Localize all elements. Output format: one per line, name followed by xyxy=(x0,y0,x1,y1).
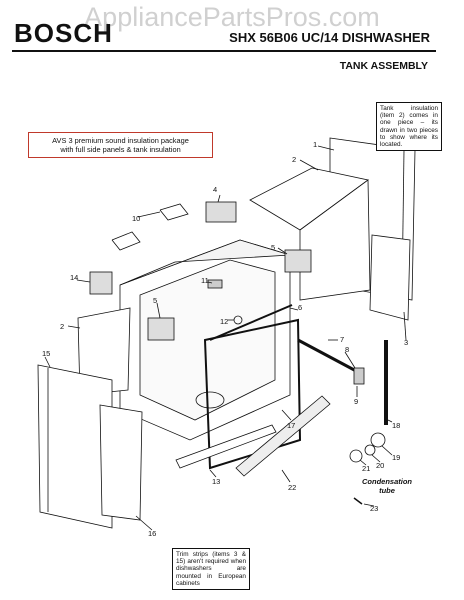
part-7-door-frame[interactable] xyxy=(203,318,302,470)
part-3-trim-strip[interactable] xyxy=(369,234,411,321)
insulation-note: Tank insulation (item 2) comes in one pi… xyxy=(376,102,442,152)
avs-note: AVS 3 premium sound insulation package w… xyxy=(28,132,213,158)
callout-11: 11 xyxy=(201,276,209,285)
callout-14: 14 xyxy=(70,273,78,282)
part-9-clip[interactable] xyxy=(353,367,365,385)
part-2-side-insulation[interactable] xyxy=(77,307,131,396)
callout-19: 19 xyxy=(392,453,400,462)
callout-20: 20 xyxy=(376,461,384,470)
callout-18: 18 xyxy=(392,421,400,430)
part-23-screw[interactable] xyxy=(353,497,363,505)
brand-logo: BOSCH xyxy=(14,18,113,48)
part-21-fitting[interactable] xyxy=(349,449,363,463)
part-20-fitting[interactable] xyxy=(364,444,376,456)
callout-4: 4 xyxy=(213,185,217,194)
part-19-fitting[interactable] xyxy=(370,432,386,448)
callout-9: 9 xyxy=(354,397,358,406)
trim-note: Trim strips (items 3 & 15) aren't requir… xyxy=(172,548,250,591)
avs-note-line1: AVS 3 premium sound insulation package xyxy=(52,136,189,145)
part-22-trim-strip[interactable] xyxy=(235,395,331,477)
avs-note-line2: with full side panels & tank insulation xyxy=(60,145,181,154)
header-rule xyxy=(12,50,436,52)
callout-5b: 5 xyxy=(153,296,157,305)
callout-10: 10 xyxy=(132,214,140,223)
callout-13: 13 xyxy=(212,477,220,486)
callout-2a: 2 xyxy=(292,155,296,164)
callout-8: 8 xyxy=(345,345,349,354)
callout-17: 17 xyxy=(287,421,295,430)
part-11-clip[interactable] xyxy=(207,279,223,289)
callout-6: 6 xyxy=(298,303,302,312)
part-10-bracket[interactable] xyxy=(159,203,189,221)
callout-21: 21 xyxy=(362,464,370,473)
callout-1: 1 xyxy=(313,140,317,149)
callout-12: 12 xyxy=(220,317,228,326)
callout-15: 15 xyxy=(42,349,50,358)
condensation-label: Condensation tube xyxy=(362,477,412,495)
callout-3: 3 xyxy=(404,338,408,347)
watermark-text: AppliancePartsPros.com xyxy=(84,2,380,32)
condensation-line1: Condensation xyxy=(362,477,412,486)
callout-23: 23 xyxy=(370,504,378,513)
model-title: SHX 56B06 UC/14 DISHWASHER xyxy=(229,30,430,45)
section-title: TANK ASSEMBLY xyxy=(339,60,428,72)
part-5-hinge[interactable] xyxy=(284,249,312,273)
callout-5a: 5 xyxy=(271,243,275,252)
part-2-rear-insulation[interactable] xyxy=(299,179,371,301)
condensation-line2: tube xyxy=(379,486,395,495)
callout-2b: 2 xyxy=(60,322,64,331)
callout-7: 7 xyxy=(340,335,344,344)
part-4-hinge[interactable] xyxy=(205,201,237,223)
part-13-strip[interactable] xyxy=(175,424,277,469)
part-16-trim-strip[interactable] xyxy=(99,404,143,521)
part-14-hinge[interactable] xyxy=(89,271,113,295)
part-15-side-panel[interactable] xyxy=(37,364,113,529)
callout-22: 22 xyxy=(288,483,296,492)
callout-16: 16 xyxy=(148,529,156,538)
part-6-rail[interactable] xyxy=(209,304,293,341)
part-5-hinge-left[interactable] xyxy=(147,317,175,341)
